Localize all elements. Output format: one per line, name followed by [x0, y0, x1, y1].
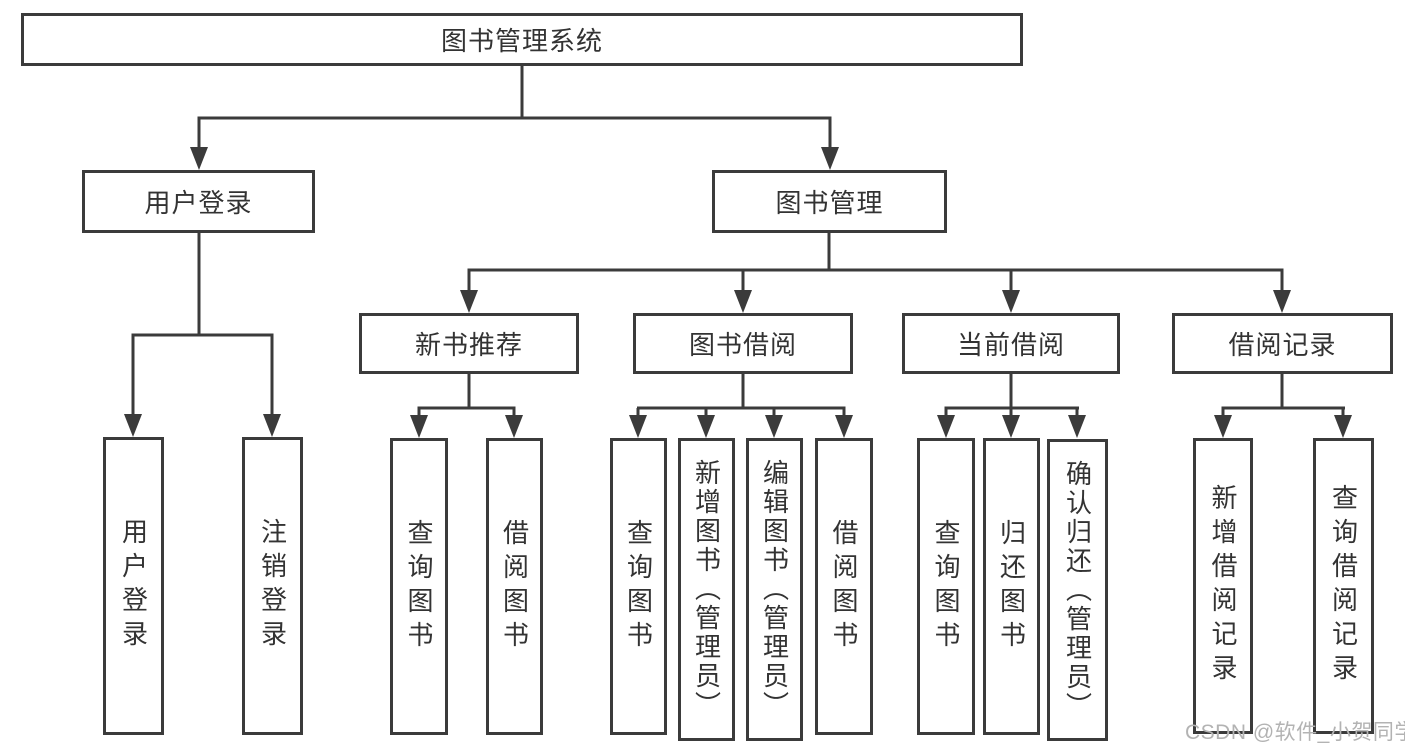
leaf-rec-borrow-book-label: 借阅图书 — [499, 518, 530, 655]
leaf-cb-return-book-label: 归还图书 — [996, 518, 1027, 655]
node-new-book-rec: 新书推荐 — [359, 313, 579, 374]
node-root: 图书管理系统 — [21, 13, 1023, 66]
leaf-bb-query-book-label: 查询图书 — [623, 518, 654, 655]
leaf-bb-add-book: 新增图书（管理员） — [678, 438, 735, 741]
leaf-bb-query-book: 查询图书 — [610, 438, 667, 735]
leaf-bb-add-book-label: 新增图书（管理员） — [691, 459, 722, 720]
leaf-logout: 注销登录 — [242, 437, 303, 735]
node-borrow-records-label: 借阅记录 — [1228, 330, 1337, 360]
leaf-rec-borrow-book: 借阅图书 — [486, 438, 543, 735]
node-book-mgmt: 图书管理 — [712, 170, 947, 233]
leaf-rec-query-book: 查询图书 — [390, 438, 448, 735]
node-book-borrow-label: 图书借阅 — [688, 330, 797, 360]
leaf-cb-confirm-return: 确认归还（管理员） — [1047, 439, 1108, 741]
leaf-cb-query-book-label: 查询图书 — [931, 518, 961, 655]
leaf-user-login-label: 用户登录 — [118, 518, 149, 654]
leaf-logout-label: 注销登录 — [257, 518, 288, 654]
leaf-bb-edit-book-label: 编辑图书（管理员） — [759, 459, 790, 720]
leaf-cb-query-book: 查询图书 — [917, 438, 975, 735]
node-root-label: 图书管理系统 — [440, 26, 603, 56]
node-new-book-rec-label: 新书推荐 — [414, 330, 523, 360]
leaf-bb-borrow-book-label: 借阅图书 — [829, 518, 859, 655]
node-user-login-label: 用户登录 — [144, 188, 253, 218]
leaf-br-query-record: 查询借阅记录 — [1313, 438, 1374, 734]
leaf-cb-return-book: 归还图书 — [983, 438, 1040, 735]
leaf-br-add-record: 新增借阅记录 — [1193, 438, 1253, 734]
leaf-bb-borrow-book: 借阅图书 — [815, 438, 873, 735]
leaf-br-query-record-label: 查询借阅记录 — [1328, 484, 1359, 688]
watermark: CSDN @软件_小贺同学 — [1185, 721, 1405, 744]
node-book-mgmt-label: 图书管理 — [775, 188, 884, 218]
leaf-user-login: 用户登录 — [103, 437, 164, 735]
leaf-br-add-record-label: 新增借阅记录 — [1208, 484, 1238, 688]
leaf-cb-confirm-return-label: 确认归还（管理员） — [1062, 459, 1093, 721]
node-book-borrow: 图书借阅 — [633, 313, 853, 374]
node-current-borrow: 当前借阅 — [902, 313, 1120, 374]
leaf-bb-edit-book: 编辑图书（管理员） — [746, 438, 803, 741]
node-current-borrow-label: 当前借阅 — [956, 330, 1065, 360]
leaf-rec-query-book-label: 查询图书 — [404, 518, 434, 655]
node-borrow-records: 借阅记录 — [1172, 313, 1393, 374]
node-user-login: 用户登录 — [82, 170, 315, 233]
